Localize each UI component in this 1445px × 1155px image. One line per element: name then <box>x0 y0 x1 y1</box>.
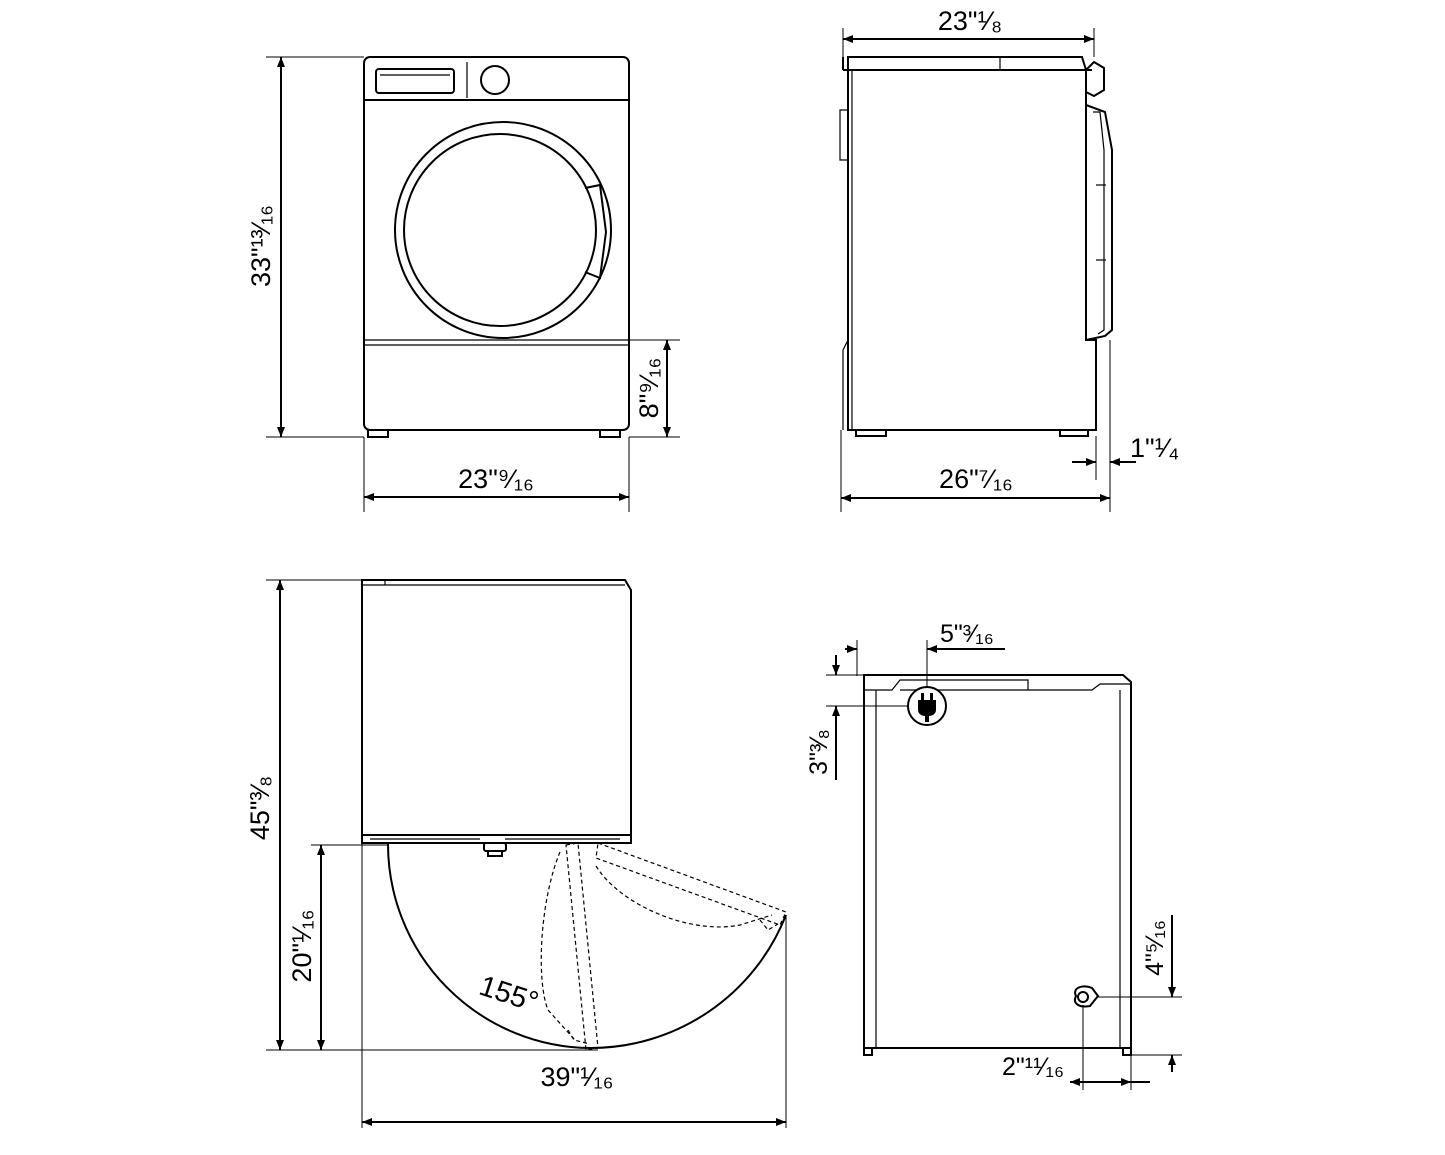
power-plug-icon <box>907 686 947 726</box>
plinth-height-label: 8"⁹⁄₁₆ <box>634 358 664 419</box>
side-view-appliance <box>839 56 1113 437</box>
top-view-appliance <box>361 579 632 857</box>
side-view: 23"¹⁄₈ 26"⁷⁄₁₆ 1"¹⁄₄ <box>839 6 1179 512</box>
door-angle-label: 155° <box>475 970 542 1019</box>
front-width-label: 23"⁹⁄₁₆ <box>458 464 534 494</box>
open-depth-label: 45"³⁄₈ <box>245 776 275 840</box>
door-clearance-label: 20"¹⁄₁₆ <box>287 909 317 982</box>
front-view: 33"¹³⁄₁₆ 8"⁹⁄₁₆ 23"⁹⁄₁₆ <box>246 56 680 512</box>
side-top-depth-label: 23"¹⁄₈ <box>938 6 1002 36</box>
door-swing-arc <box>386 842 787 1050</box>
drain-offset-label: 2"¹¹⁄₁₆ <box>1002 1053 1064 1081</box>
rear-view: 5"³⁄₁₆ 3"³⁄₈ 4"⁵⁄₁₆ 2"¹¹⁄₁₆ <box>805 620 1182 1090</box>
detergent-drawer <box>375 68 455 94</box>
plug-offset-label: 5"³⁄₁₆ <box>940 620 994 648</box>
control-knob <box>480 65 510 95</box>
front-foot-right <box>599 429 621 438</box>
door-glass <box>403 133 597 327</box>
front-view-appliance <box>363 56 630 438</box>
drain-outlet-icon <box>1074 985 1100 1008</box>
open-width-label: 39"¹⁄₁₆ <box>540 1062 613 1092</box>
front-height-label: 33"¹³⁄₁₆ <box>246 205 276 287</box>
top-view: 155° 45"³⁄₈ 20"¹⁄₁₆ 39"¹⁄₁₆ <box>245 579 787 1128</box>
door-protrusion-label: 1"¹⁄₄ <box>1130 433 1179 463</box>
front-foot-left <box>367 429 389 438</box>
plug-drop-label: 3"³⁄₈ <box>805 729 833 775</box>
drain-height-label: 4"⁵⁄₁₆ <box>1141 920 1169 976</box>
rear-view-appliance <box>863 674 1132 1056</box>
side-overall-depth-label: 26"⁷⁄₁₆ <box>939 464 1013 494</box>
ghost-door-positions <box>540 842 787 1051</box>
door-outer-ring <box>394 121 612 339</box>
